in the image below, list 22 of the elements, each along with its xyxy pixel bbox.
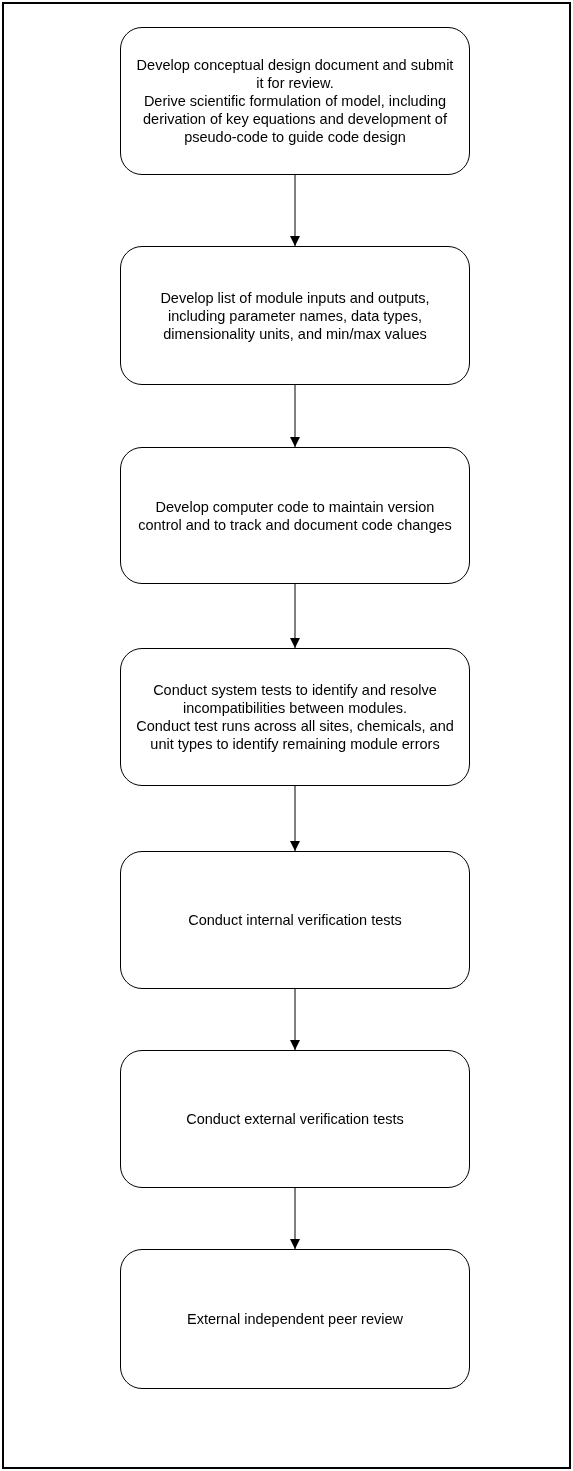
step-text: External independent peer review [187,1310,403,1328]
step-text: Conduct system tests to identify and resolve incompatibilities between modules. [152,681,438,717]
step-text: Conduct internal verification tests [188,911,402,929]
process-box [120,648,470,786]
process-box [120,1050,470,1188]
process-box [120,1249,470,1389]
step-text: Conduct test runs across all sites, chemicals, and unit types to identify remaining module errors [135,717,455,753]
arrow [290,988,300,1051]
step-text: Develop conceptual design document and submit it for review. [135,56,455,92]
step-text: Develop computer code to maintain version control and to track and document code changes [137,497,453,534]
step-text: Derive scientific formulation of model, including derivation of key equations and development of pseudo-code to guide code design [142,92,448,146]
arrow [290,384,300,448]
step-text: Conduct external verification tests [186,1110,404,1128]
arrow [290,174,300,247]
arrow [290,1187,300,1250]
arrow [290,583,300,649]
process-box [120,246,470,385]
step-text: Develop list of module inputs and outputs, including parameter names, data types, dimensionality units, and min/max values [159,288,431,343]
process-box [120,27,470,175]
process-box [120,851,470,989]
process-box [120,447,470,584]
arrow [290,785,300,852]
